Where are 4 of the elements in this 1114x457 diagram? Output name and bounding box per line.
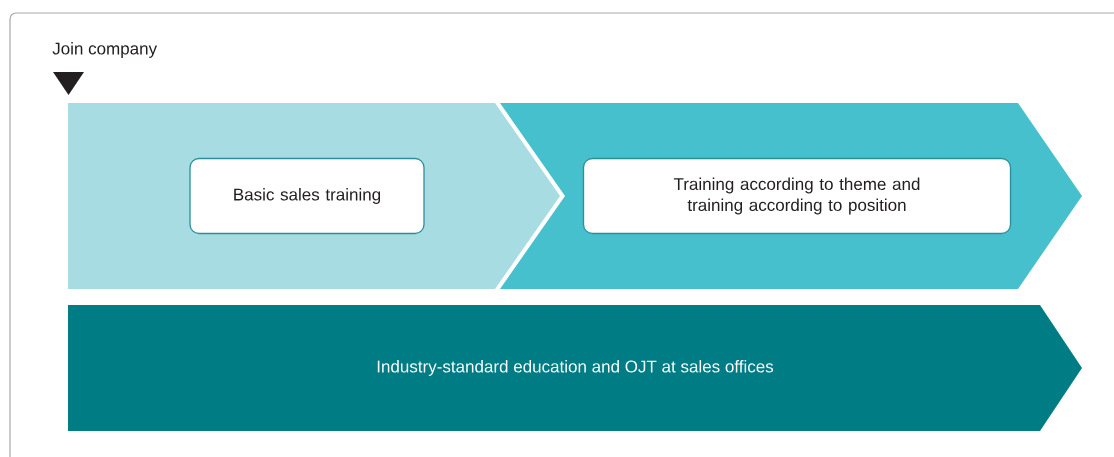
chevron-band: Industry-standard education and OJT at sales offices	[68, 305, 1082, 431]
label: Join company	[52, 42, 158, 58]
text-box: Training according to theme and training according to position	[582, 157, 1012, 235]
text-box: Basic sales training	[189, 157, 425, 235]
